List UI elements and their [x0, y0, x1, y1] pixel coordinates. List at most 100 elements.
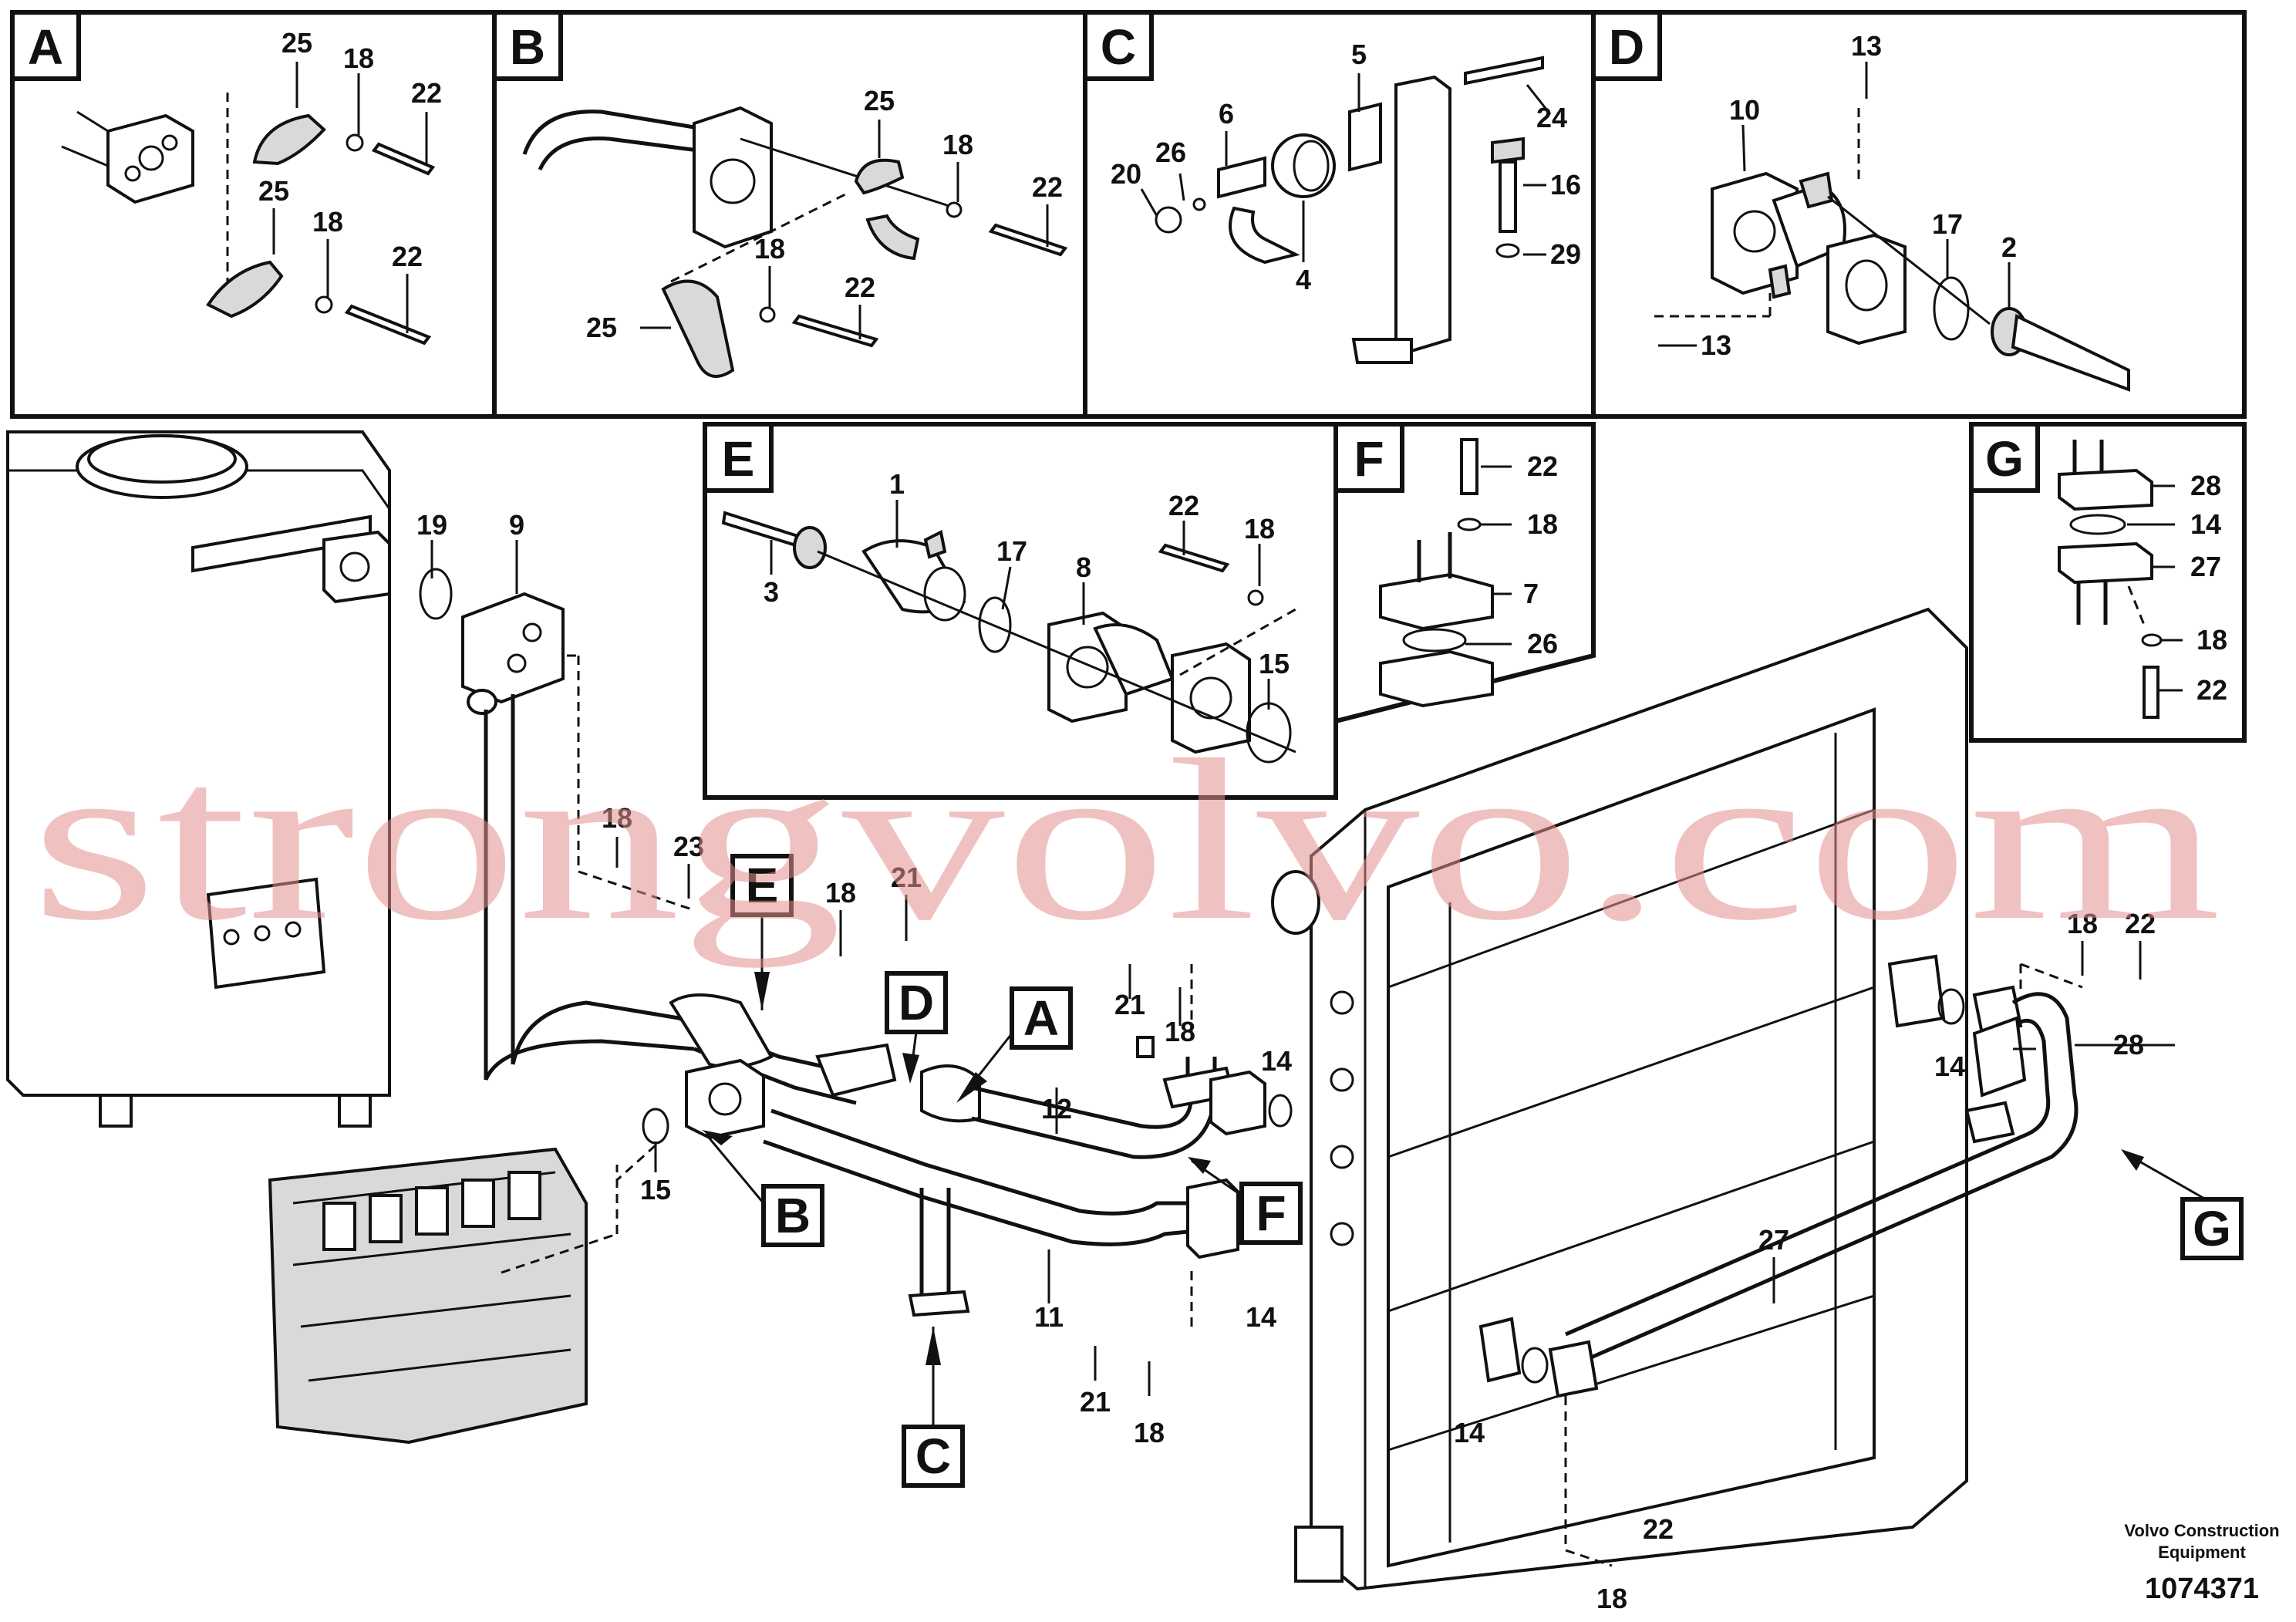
svg-text:B: B — [775, 1188, 811, 1243]
callout-c-4: 4 — [1296, 264, 1311, 295]
callout-g-14: 14 — [2190, 508, 2221, 540]
callout-a-25-bot: 25 — [258, 175, 289, 207]
svg-text:E: E — [746, 858, 779, 913]
callout-main-14d: 14 — [1454, 1417, 1485, 1448]
view-tag-f: F — [1188, 1157, 1303, 1245]
view-tag-d: D — [885, 971, 948, 1084]
callout-a-18-bot: 18 — [312, 206, 343, 238]
detail-panel-a: A — [10, 10, 497, 419]
callout-d-10: 10 — [1729, 94, 1760, 126]
callout-a-22-bot: 22 — [392, 241, 423, 272]
callout-main-18d: 18 — [1134, 1417, 1165, 1448]
detail-panel-f: F — [1333, 422, 1596, 724]
callout-main-14c: 14 — [1934, 1050, 1965, 1082]
callout-d-17: 17 — [1932, 208, 1963, 240]
detail-panel-e: E — [703, 422, 1338, 800]
callout-e-18: 18 — [1244, 513, 1275, 545]
callout-main-11: 11 — [1034, 1301, 1064, 1333]
panel-tag-c: C — [1101, 19, 1136, 75]
panel-tag-a: A — [28, 19, 63, 75]
main-leaders — [430, 540, 2175, 1396]
callout-a-22-top: 22 — [411, 77, 442, 109]
panel-a-artwork — [61, 62, 436, 346]
callout-c-5: 5 — [1351, 39, 1367, 70]
callout-d-2: 2 — [2001, 231, 2017, 263]
callout-a-18-top: 18 — [343, 42, 374, 74]
callout-main-28: 28 — [2113, 1029, 2144, 1061]
footer-company-line1: Volvo Construction — [2124, 1521, 2279, 1540]
panel-e-artwork — [721, 500, 1296, 764]
callout-main-22a: 22 — [2125, 908, 2156, 939]
watermark-text: strongvolvo.com — [31, 712, 2221, 969]
panel-b-artwork — [522, 106, 1068, 378]
control-valve-block — [268, 1147, 619, 1445]
svg-text:C: C — [915, 1428, 951, 1484]
valve-block-9 — [419, 568, 695, 1080]
callout-main-21c: 21 — [1080, 1386, 1111, 1418]
callout-main-23: 23 — [673, 831, 704, 862]
panel-tag-e: E — [722, 431, 755, 487]
drawing-number: 1074371 — [2145, 1573, 2259, 1605]
panel-g-artwork — [2058, 440, 2183, 719]
callout-f-7: 7 — [1523, 578, 1539, 609]
svg-text:A: A — [1023, 990, 1059, 1046]
callout-main-18e: 18 — [2067, 908, 2098, 939]
panel-tag-f: F — [1354, 431, 1384, 487]
svg-text:D: D — [899, 975, 934, 1030]
callout-d-13-top: 13 — [1851, 30, 1882, 62]
svg-text:F: F — [1256, 1185, 1286, 1241]
callout-e-1: 1 — [889, 468, 905, 500]
callout-e-8: 8 — [1076, 551, 1091, 583]
callout-main-14a: 14 — [1261, 1045, 1292, 1077]
callout-c-29: 29 — [1550, 238, 1581, 270]
panel-c-artwork — [1140, 56, 1552, 364]
view-tag-g: G — [2121, 1149, 2244, 1260]
callout-main-18a: 18 — [602, 802, 632, 834]
callout-main-18b: 18 — [825, 877, 856, 909]
callout-e-17: 17 — [996, 535, 1027, 567]
callout-main-21a: 21 — [891, 862, 922, 893]
panel-f-artwork — [1379, 438, 1512, 708]
detail-panel-d: D — [1591, 10, 2247, 419]
panel-tag-d: D — [1609, 19, 1644, 75]
right-side-pipes — [1478, 954, 2083, 1567]
callout-b-22-top: 22 — [1032, 171, 1063, 203]
callout-main-9: 9 — [509, 509, 524, 541]
callout-main-18c: 18 — [1165, 1016, 1195, 1047]
panel-tag-g: G — [1985, 431, 2024, 487]
svg-text:G: G — [2193, 1201, 2231, 1256]
callout-b-18-bot: 18 — [754, 233, 785, 265]
callout-c-20: 20 — [1111, 158, 1141, 190]
callout-c-6: 6 — [1219, 98, 1234, 130]
callout-b-18-top: 18 — [942, 129, 973, 160]
hydraulic-tank — [6, 430, 391, 1128]
detail-panel-g: G — [1969, 422, 2247, 743]
callout-a-25-top: 25 — [282, 27, 312, 59]
callout-f-22: 22 — [1527, 450, 1558, 482]
callout-f-26: 26 — [1527, 628, 1558, 659]
view-tag-e: E — [730, 854, 794, 1010]
callout-main-15: 15 — [640, 1174, 671, 1206]
callout-g-22: 22 — [2197, 674, 2227, 706]
callout-main-27: 27 — [1758, 1224, 1789, 1256]
view-tag-b: B — [702, 1130, 824, 1247]
callout-c-26: 26 — [1155, 137, 1186, 168]
callout-b-25-top: 25 — [864, 85, 895, 116]
callout-main-21b: 21 — [1114, 989, 1145, 1020]
callout-g-18: 18 — [2197, 624, 2227, 656]
callout-main-19: 19 — [416, 509, 447, 541]
callout-main-22b: 22 — [1643, 1513, 1674, 1545]
callout-main-14b: 14 — [1246, 1301, 1276, 1333]
callout-c-16: 16 — [1550, 169, 1581, 201]
footer-company-line2: Equipment — [2158, 1543, 2246, 1562]
view-tag-c: C — [902, 1327, 965, 1488]
callout-b-22-bot: 22 — [845, 271, 875, 303]
callout-main-18f: 18 — [1596, 1583, 1627, 1614]
pipe-routing — [484, 964, 1293, 1327]
detail-panel-b: B — [492, 10, 1087, 419]
callout-b-25-bot: 25 — [586, 312, 617, 343]
view-tag-a: A — [956, 986, 1073, 1103]
panel-tag-b: B — [510, 19, 545, 75]
callout-c-24: 24 — [1536, 102, 1567, 133]
